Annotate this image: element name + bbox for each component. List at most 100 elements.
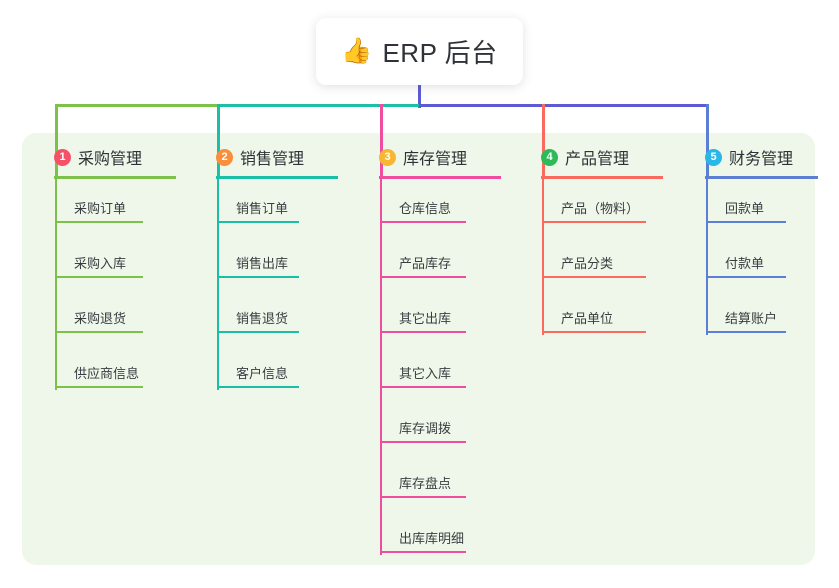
leaf-item-label: 其它出库 (399, 311, 452, 326)
column-title-label: 财务管理 (729, 151, 794, 168)
column-spine (55, 179, 57, 390)
column-spine (706, 179, 708, 335)
leaf-item-rule (542, 221, 646, 223)
leaf-item[interactable]: 其它入库 (380, 362, 488, 388)
leaf-item[interactable]: 采购订单 (55, 197, 165, 223)
leaf-item[interactable]: 采购入库 (55, 252, 165, 278)
column-header-采购管理[interactable]: 1 采购管理 (36, 145, 142, 169)
leaf-item-label: 库存调拨 (399, 421, 452, 436)
leaf-item[interactable]: 产品分类 (542, 252, 668, 278)
leaf-item-label: 销售退货 (236, 311, 289, 326)
leaf-item-rule (217, 386, 299, 388)
connector-bus-2 (217, 104, 419, 107)
column-库存管理: 3 库存管理仓库信息产品库存其它出库其它入库库存调拨库存盘点出库库明细 (361, 145, 501, 555)
leaf-item-label: 产品单位 (561, 311, 614, 326)
leaf-item[interactable]: 产品单位 (542, 307, 668, 333)
column-header-rule (54, 176, 176, 179)
leaf-item-label: 其它入库 (399, 366, 452, 381)
leaf-item-label: 产品（物料） (561, 201, 640, 216)
column-header-库存管理[interactable]: 3 库存管理 (361, 145, 467, 169)
leaf-item[interactable]: 产品库存 (380, 252, 488, 278)
leaf-item-label: 付款单 (725, 256, 765, 271)
leaf-item-rule (217, 276, 299, 278)
column-spine (380, 179, 382, 555)
column-badge-5: 5 (705, 148, 722, 166)
leaf-item-rule (706, 331, 786, 333)
leaf-item-label: 客户信息 (236, 366, 289, 381)
connector-stub-5 (706, 104, 709, 176)
leaf-item-label: 采购退货 (74, 311, 127, 326)
column-spine (217, 179, 219, 390)
leaf-item-rule (706, 276, 786, 278)
leaf-item-rule (706, 221, 786, 223)
connector-bus-1 (55, 104, 217, 107)
column-badge-4: 4 (541, 148, 558, 166)
leaf-item-rule (380, 276, 466, 278)
leaf-item[interactable]: 销售出库 (217, 252, 321, 278)
leaf-item-rule (380, 331, 466, 333)
column-spine (542, 179, 544, 335)
leaf-item[interactable]: 结算账户 (706, 307, 808, 333)
leaf-item-rule (217, 331, 299, 333)
leaf-item[interactable]: 付款单 (706, 252, 808, 278)
leaf-item[interactable]: 销售订单 (217, 197, 321, 223)
connector-stub-3 (380, 104, 383, 176)
leaf-item-label: 供应商信息 (74, 366, 140, 381)
column-header-rule (541, 176, 663, 179)
column-header-财务管理[interactable]: 5 财务管理 (687, 145, 793, 169)
column-title-label: 采购管理 (78, 151, 143, 168)
column-header-rule (705, 176, 818, 179)
connector-stub-2 (217, 104, 220, 176)
leaf-item-label: 采购入库 (74, 256, 127, 271)
leaf-item-rule (55, 386, 143, 388)
root-node-erp-backend[interactable]: 👍 ERP 后台 (316, 18, 523, 85)
leaf-item-label: 采购订单 (74, 201, 127, 216)
leaf-item[interactable]: 其它出库 (380, 307, 488, 333)
mindmap-background-panel (22, 133, 815, 565)
leaf-item-rule (380, 221, 466, 223)
leaf-item[interactable]: 采购退货 (55, 307, 165, 333)
column-header-rule (216, 176, 338, 179)
leaf-item[interactable]: 回款单 (706, 197, 808, 223)
leaf-item-rule (217, 221, 299, 223)
leaf-item[interactable]: 客户信息 (217, 362, 321, 388)
leaf-item-rule (55, 276, 143, 278)
leaf-item[interactable]: 产品（物料） (542, 197, 668, 223)
leaf-item[interactable]: 库存调拨 (380, 417, 488, 443)
leaf-item-label: 产品分类 (561, 256, 614, 271)
leaf-item-label: 出库库明细 (399, 531, 465, 546)
leaf-item[interactable]: 供应商信息 (55, 362, 165, 388)
connector-bus-3 (419, 104, 709, 107)
connector-stub-1 (55, 104, 58, 176)
column-header-rule (379, 176, 501, 179)
leaf-item-label: 仓库信息 (399, 201, 452, 216)
column-title-label: 产品管理 (565, 151, 630, 168)
thumbs-up-icon: 👍 (341, 37, 373, 65)
leaf-item[interactable]: 销售退货 (217, 307, 321, 333)
connector-root-drop (418, 85, 421, 108)
connector-stub-4 (542, 104, 545, 176)
leaf-item[interactable]: 出库库明细 (380, 527, 488, 553)
leaf-item-label: 库存盘点 (399, 476, 452, 491)
column-badge-3: 3 (379, 148, 396, 166)
column-财务管理: 5 财务管理回款单付款单结算账户 (687, 145, 818, 335)
column-采购管理: 1 采购管理采购订单采购入库采购退货供应商信息 (36, 145, 176, 390)
leaf-item-label: 结算账户 (725, 311, 778, 326)
column-title-label: 库存管理 (403, 151, 468, 168)
leaf-item-rule (380, 441, 466, 443)
leaf-item-label: 销售出库 (236, 256, 289, 271)
leaf-item-rule (380, 496, 466, 498)
leaf-item[interactable]: 仓库信息 (380, 197, 488, 223)
column-header-产品管理[interactable]: 4 产品管理 (523, 145, 629, 169)
leaf-item[interactable]: 库存盘点 (380, 472, 488, 498)
leaf-item-rule (55, 221, 143, 223)
column-badge-2: 2 (216, 148, 233, 166)
column-产品管理: 4 产品管理产品（物料） 产品分类产品单位 (523, 145, 663, 335)
leaf-item-rule (542, 276, 646, 278)
leaf-item-rule (380, 551, 466, 553)
column-badge-1: 1 (54, 148, 71, 166)
leaf-item-rule (380, 386, 466, 388)
